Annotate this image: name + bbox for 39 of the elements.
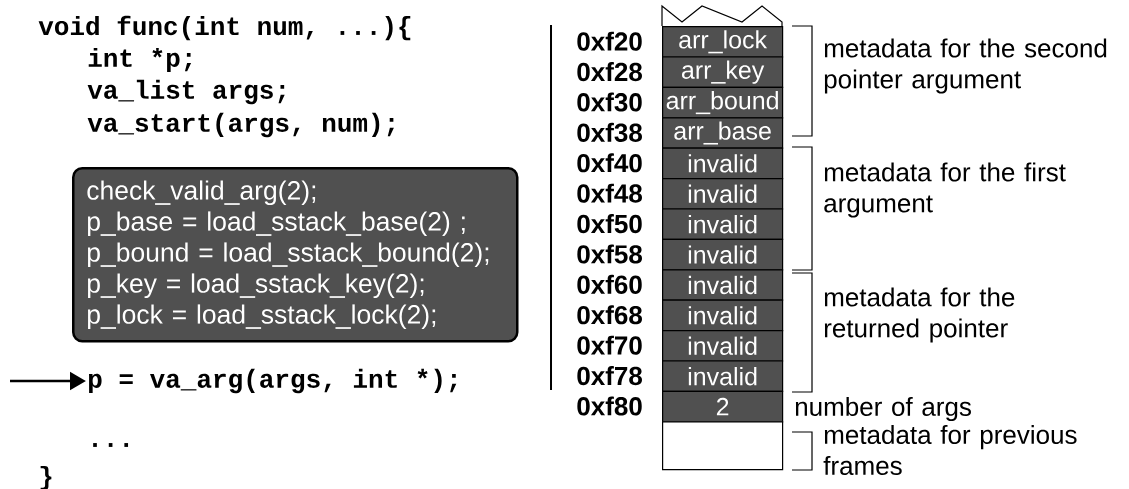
code-box: check_valid_arg(2); p_base = load_sstack_base(2) ; p_bound = load_sstack_bound(2); p_key = load_sstack_key(2); p_lock = load_sstack_lock(2); (72, 167, 519, 343)
code-line: p = va_arg(args, int *); (89, 368, 457, 394)
stack-cell: invalid (662, 208, 784, 240)
address-label: 0xf68 (577, 305, 642, 325)
stack-cell: invalid (662, 269, 784, 301)
code-line: va_start(args, num); (87, 112, 394, 138)
address-label: 0xf30 (577, 92, 642, 112)
stack-cell: invalid (662, 147, 784, 180)
address-label: 0xf50 (577, 214, 642, 234)
address-label: 0xf20 (577, 31, 642, 51)
description-text: metadata for previous frames (823, 424, 1077, 476)
address-label: 0xf60 (577, 274, 642, 294)
stack-cell: invalid (662, 330, 784, 362)
code-line: int *p; (88, 47, 192, 73)
description-text: metadata for the returned pointer (824, 287, 1015, 343)
address-label: 0xf70 (577, 335, 642, 355)
stack-cell: invalid (662, 360, 784, 392)
stack-cell: arr_key (662, 56, 784, 88)
stack-cell: arr_base (662, 117, 784, 149)
address-label: 0xf80 (577, 396, 642, 416)
code-line: va_list args; (87, 79, 285, 105)
stack-cell: invalid (662, 238, 784, 271)
code-line: ... (93, 443, 129, 447)
address-label: 0xf40 (577, 153, 642, 173)
stack-cell: invalid (662, 299, 784, 332)
stack-cell: 2 (662, 390, 784, 423)
stack-cell: arr_lock (662, 26, 784, 58)
address-label: 0xf58 (577, 244, 642, 264)
stack-cell (662, 421, 784, 471)
description-text: number of args (795, 396, 971, 422)
stack-cell: arr_bound (662, 86, 784, 119)
address-label: 0xf28 (577, 62, 642, 82)
address-label: 0xf78 (577, 366, 642, 386)
description-text: metadata for the first argument (824, 162, 1066, 218)
address-label: 0xf48 (577, 183, 642, 203)
stack-cell: invalid (662, 178, 784, 210)
code-line: void func(int num, ...){ (38, 15, 411, 41)
address-label: 0xf38 (577, 122, 642, 142)
description-text: metadata for the second pointer argument (824, 38, 1107, 94)
